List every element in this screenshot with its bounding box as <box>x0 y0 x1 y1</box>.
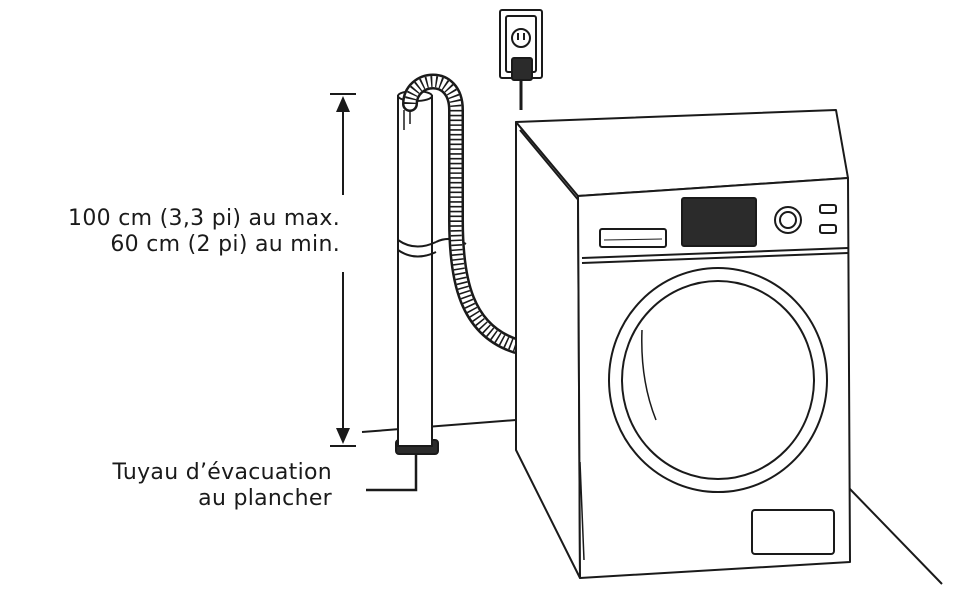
drain-label-line1: Tuyau d’évacuation <box>112 460 332 485</box>
floor-drain-label: Tuyau d’évacuation au plancher <box>112 460 332 512</box>
height-min-text: 60 cm (2 pi) au min. <box>110 232 340 257</box>
drain-label-line2: au plancher <box>198 486 332 511</box>
height-range-label: 100 cm (3,3 pi) au max. 60 cm (2 pi) au … <box>68 206 340 258</box>
drain-hose-icon <box>410 82 516 347</box>
drain-leader-line <box>366 454 416 490</box>
height-max-text: 100 cm (3,3 pi) au max. <box>68 206 340 231</box>
height-dimension-arrow <box>330 94 356 446</box>
front-load-washer-icon <box>516 110 850 578</box>
wall-outlet-icon <box>500 10 542 110</box>
floor-drain-standpipe-icon <box>396 91 466 454</box>
floor-lines <box>362 420 942 584</box>
